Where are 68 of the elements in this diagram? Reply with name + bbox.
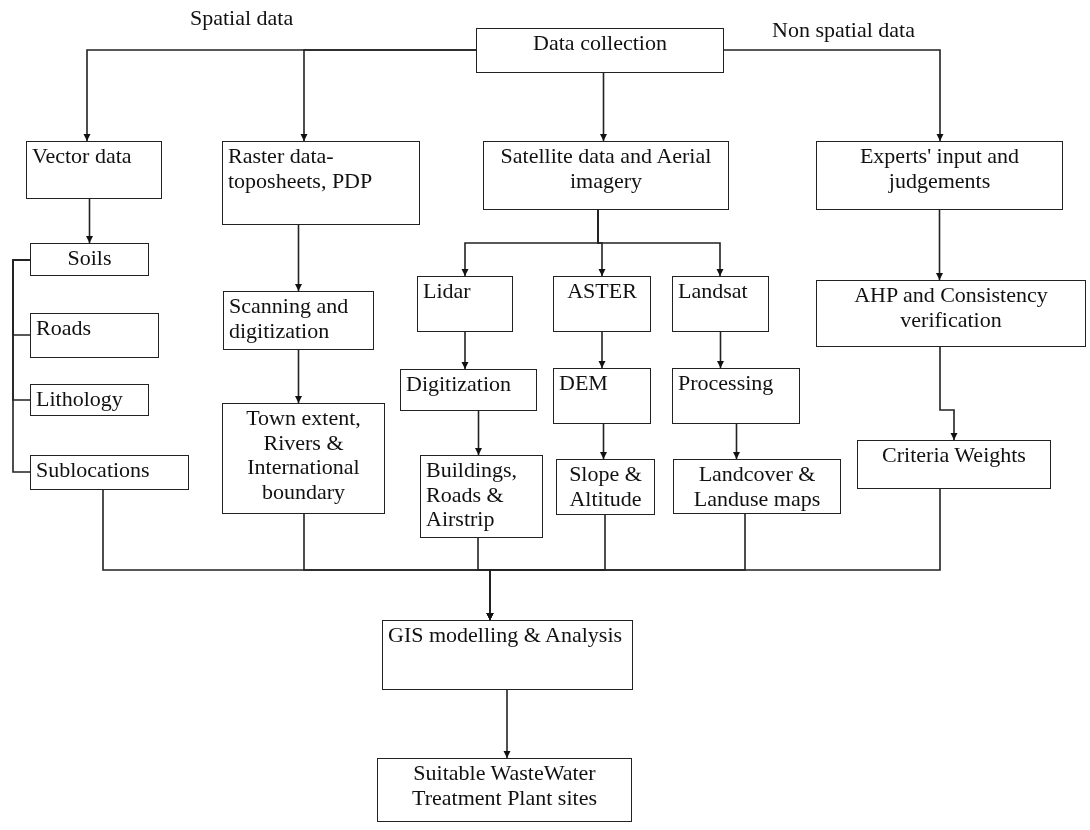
box-label: AHP and Consistency verification: [853, 283, 1049, 333]
arrow: [300, 49, 477, 142]
process-box: [556, 459, 655, 515]
arrow: [717, 331, 724, 369]
process-box: [26, 141, 162, 199]
arrow: [936, 209, 943, 281]
arrow: [486, 488, 941, 621]
box-label: Soils: [66, 246, 113, 271]
box-label: Data collection: [532, 31, 668, 56]
box-label: Experts' input and judgements: [858, 144, 1021, 194]
branch-label: Non spatial data: [772, 18, 915, 43]
box-label: DEM: [559, 371, 609, 396]
process-box: [30, 243, 149, 276]
process-box: [30, 313, 159, 358]
process-box: [673, 459, 841, 514]
arrow: [597, 209, 724, 277]
box-label: Sublocations: [36, 458, 151, 483]
box-label: Slope & Altitude: [568, 462, 643, 512]
arrow: [723, 49, 944, 142]
box-label: Buildings, Roads & Airstrip: [426, 458, 519, 532]
box-label: Roads: [36, 316, 92, 341]
process-box: [400, 369, 537, 411]
box-label: Processing: [678, 371, 775, 396]
arrow: [86, 198, 93, 244]
arrow: [939, 346, 958, 441]
process-box: [222, 141, 420, 225]
box-label: Landcover & Landuse maps: [692, 462, 822, 512]
box-label: Vector data: [32, 144, 133, 169]
process-box: [553, 276, 651, 332]
process-box: [382, 620, 633, 690]
process-box: [816, 280, 1086, 347]
process-box: [30, 455, 189, 490]
process-box: [857, 440, 1051, 489]
process-box: [672, 276, 769, 332]
arrow: [461, 331, 469, 370]
box-label: GIS modelling & Analysis: [388, 623, 624, 648]
box-label: Lidar: [423, 279, 472, 304]
box-label: Digitization: [406, 372, 513, 397]
process-box: [417, 276, 513, 332]
process-box: [420, 455, 543, 538]
box-label: ASTER: [566, 279, 638, 304]
box-label: Criteria Weights: [881, 443, 1027, 468]
box-label: Scanning and digitization: [229, 294, 350, 344]
arrow: [503, 689, 511, 759]
arrow: [598, 331, 606, 369]
arrow: [475, 410, 482, 456]
process-box: [553, 368, 651, 424]
process-box: [476, 28, 724, 73]
branch-label: Spatial data: [190, 6, 294, 31]
arrow: [295, 224, 302, 292]
process-box: [223, 291, 374, 350]
box-label: Suitable WasteWater Treatment Plant sites: [411, 761, 598, 811]
arrow: [600, 72, 607, 142]
arrow: [295, 349, 302, 404]
box-label: Lithology: [36, 387, 124, 412]
connector-line: [12, 259, 31, 473]
box-label: Town extent, Rivers & International boundary: [245, 406, 362, 505]
process-box: [222, 403, 385, 514]
box-label: Raster data- toposheets, PDP: [228, 144, 374, 194]
process-box: [816, 141, 1063, 210]
process-box: [672, 368, 800, 424]
process-box: [377, 758, 632, 822]
arrow: [600, 423, 607, 460]
box-label: Satellite data and Aerial imagery: [499, 144, 713, 194]
arrow: [733, 423, 740, 460]
process-box: [483, 141, 729, 210]
box-label: Landsat: [678, 279, 749, 304]
process-box: [30, 384, 149, 416]
